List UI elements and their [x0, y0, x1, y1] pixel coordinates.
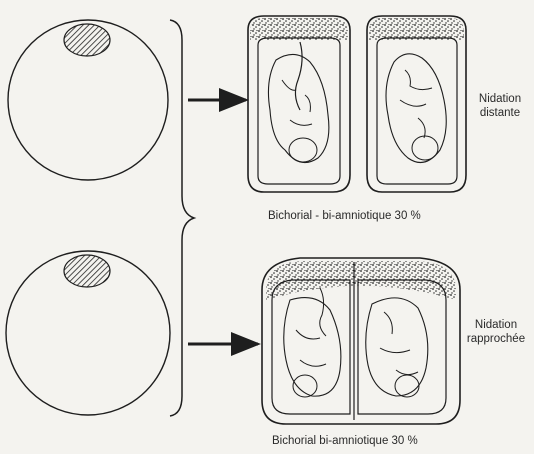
sac-top-right: [367, 16, 466, 192]
curly-brace: [170, 20, 194, 416]
label-bottom-line2: rapprochée: [458, 332, 534, 346]
egg-top: [8, 20, 168, 180]
label-top-line2: distante: [468, 106, 532, 120]
label-bottom-line1: Nidation: [458, 318, 534, 332]
caption-top: Bichorial - bi-amniotique 30 %: [268, 210, 421, 222]
label-top-line1: Nidation: [468, 92, 532, 106]
sac-top-left: [248, 16, 350, 192]
caption-bottom: Bichorial bi-amniotique 30 %: [272, 435, 418, 447]
label-top: Nidation distante: [468, 92, 532, 120]
sac-bottom-fused: [262, 258, 460, 424]
label-bottom: Nidation rapprochée: [458, 318, 534, 346]
egg-bottom: [6, 251, 170, 415]
